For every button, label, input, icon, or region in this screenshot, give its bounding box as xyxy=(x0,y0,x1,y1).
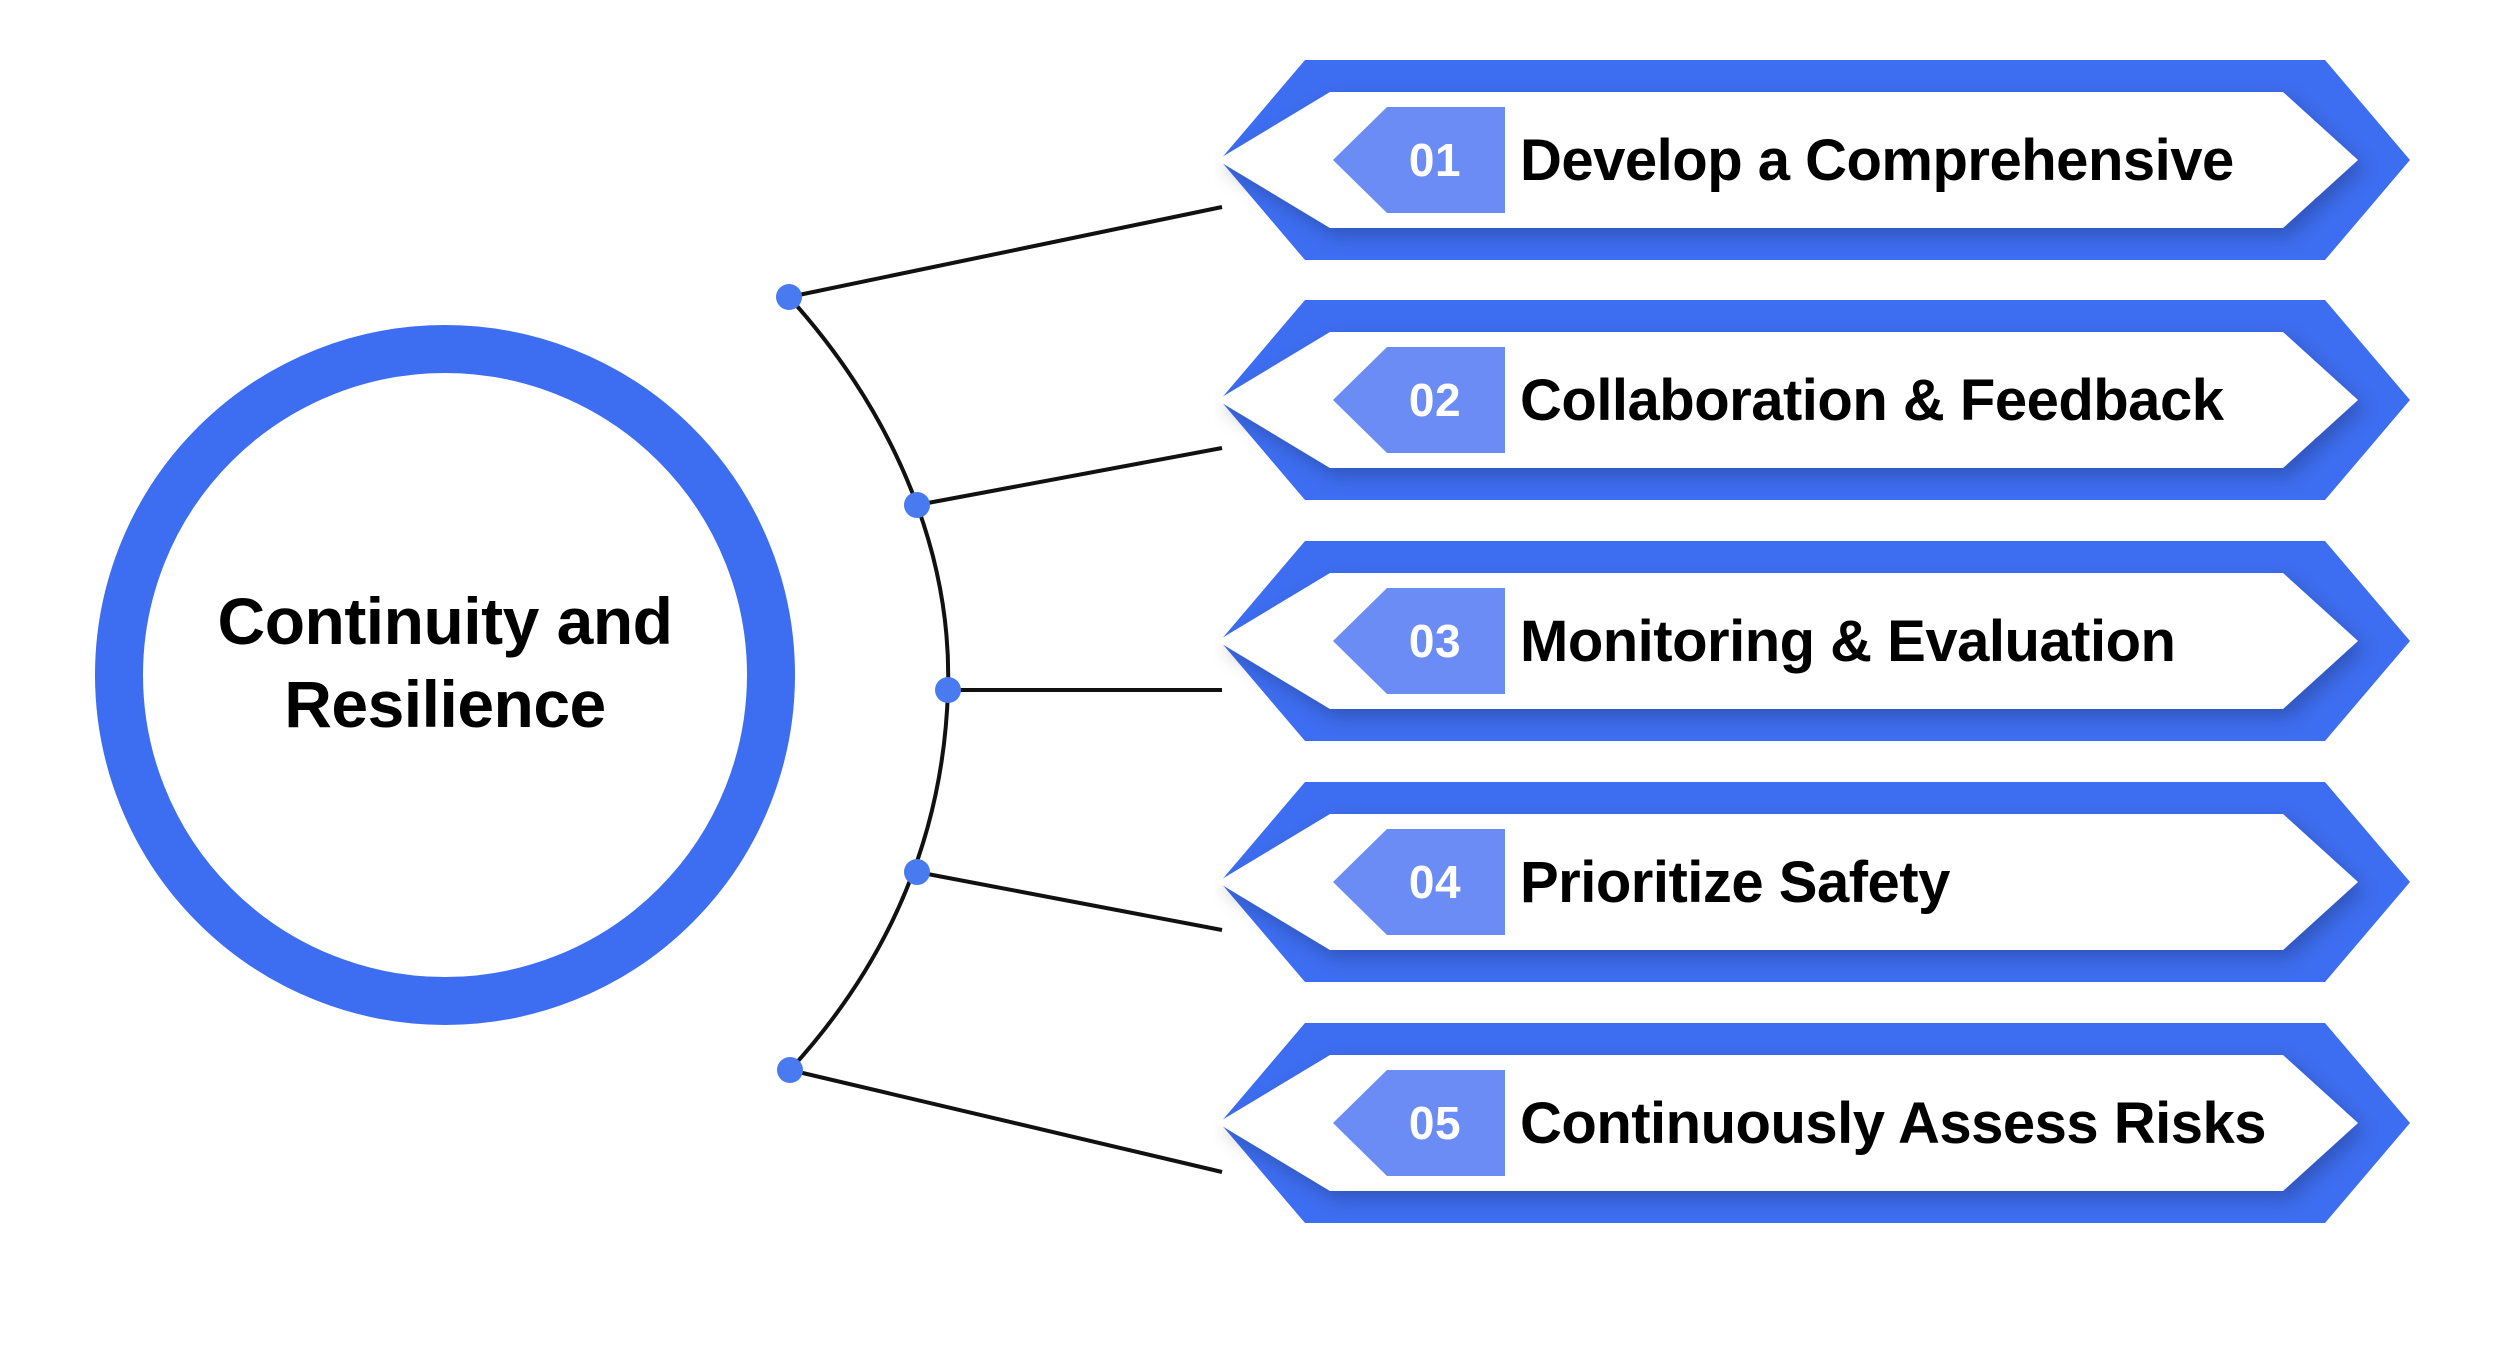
hub-title-line1: Continuity and xyxy=(217,584,673,658)
connector-dot-3[interactable] xyxy=(935,677,961,703)
step-number-5: 05 xyxy=(1408,1097,1462,1149)
step-banner-5[interactable]: 05 Continuously Assess Risks xyxy=(1215,998,2425,1248)
connector-dot-1[interactable] xyxy=(776,284,802,310)
banner-shape-5 xyxy=(1217,1023,2410,1223)
banner-shape-2 xyxy=(1217,300,2410,500)
connector-dot-5[interactable] xyxy=(777,1057,803,1083)
step-number-1: 01 xyxy=(1408,134,1462,186)
connector-dot-4[interactable] xyxy=(904,859,930,885)
hub-title-line2: Resilience xyxy=(284,666,606,741)
step-banner-1[interactable]: 01 Develop a Comprehensive xyxy=(1215,35,2425,285)
leader-line-4 xyxy=(916,870,1223,932)
step-number-4: 04 xyxy=(1408,856,1462,908)
step-number-2: 02 xyxy=(1408,374,1462,426)
step-label-3: Monitoring & Evaluation xyxy=(1520,608,2176,674)
banner-shape-4 xyxy=(1217,782,2410,982)
banner-number-badge-3 xyxy=(1333,588,1505,694)
connector-dot-2[interactable] xyxy=(904,492,930,518)
banner-number-badge-4 xyxy=(1333,829,1505,935)
leader-line-1 xyxy=(788,205,1223,299)
banner-number-badge-2 xyxy=(1333,347,1505,453)
step-label-1: Develop a Comprehensive xyxy=(1520,127,2234,193)
step-banner-2[interactable]: 02 Collaboration & Feedback xyxy=(1215,275,2425,525)
step-label-2: Collaboration & Feedback xyxy=(1520,367,2224,433)
banner-shape-1 xyxy=(1217,60,2410,260)
banner-shape-3 xyxy=(1217,541,2410,741)
leader-line-5 xyxy=(789,1068,1223,1174)
step-banner-3[interactable]: 03 Monitoring & Evaluation xyxy=(1215,516,2425,766)
step-number-3: 03 xyxy=(1408,615,1462,667)
hub-title: Continuity and Resilience xyxy=(165,580,725,745)
center-hub: Continuity and Resilience xyxy=(95,325,855,1055)
step-banner-4[interactable]: 04 Prioritize Safety xyxy=(1215,757,2425,1007)
banner-number-badge-5 xyxy=(1333,1070,1505,1176)
leader-line-2 xyxy=(916,446,1223,507)
banner-number-badge-1 xyxy=(1333,107,1505,213)
step-label-4: Prioritize Safety xyxy=(1520,849,1950,915)
step-label-5: Continuously Assess Risks xyxy=(1520,1090,2267,1156)
